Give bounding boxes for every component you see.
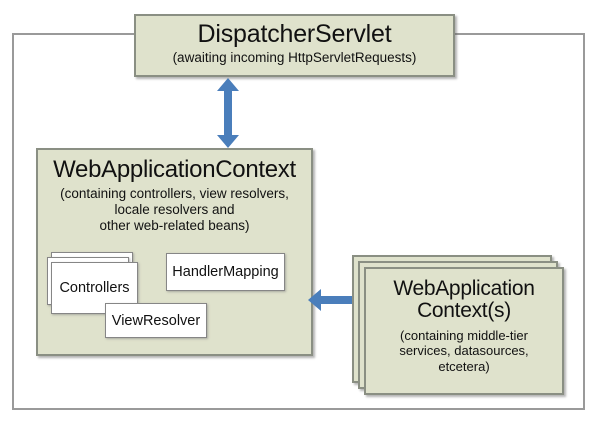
root-application-context-subtitle-line3: etcetera) (438, 358, 490, 374)
root-application-context-subtitle-line1: (containing middle-tier (400, 328, 528, 344)
root-application-context-title: WebApplication Context(s) (366, 277, 562, 323)
web-application-context-subtitle-line1: (containing controllers, view resolvers, (60, 186, 289, 202)
root-application-context-title-line1: WebApplication (393, 277, 535, 300)
handler-mapping-label: HandlerMapping (172, 264, 279, 280)
dispatcher-servlet-box: DispatcherServlet (awaiting incoming Htt… (134, 14, 455, 77)
handler-mapping-box: HandlerMapping (166, 253, 285, 291)
web-application-context-subtitle-line2: locale resolvers and (114, 202, 235, 218)
dispatcher-servlet-title: DispatcherServlet (197, 20, 392, 48)
web-application-context-title: WebApplicationContext (53, 156, 296, 183)
view-resolver-box: ViewResolver (105, 303, 207, 338)
root-application-context-box: WebApplication Context(s) (containing mi… (364, 267, 564, 395)
web-application-context-subtitle-line3: other web-related beans) (99, 218, 250, 234)
dispatcher-servlet-subtitle: (awaiting incoming HttpServletRequests) (172, 50, 417, 66)
view-resolver-label: ViewResolver (111, 312, 201, 329)
root-application-context-title-line2: Context(s) (417, 299, 511, 323)
controllers-label: Controllers (59, 280, 130, 296)
web-application-context-subtitle: (containing controllers, view resolvers,… (38, 186, 311, 234)
root-application-context-subtitle-line2: services, datasources, (399, 343, 529, 359)
dispatcher-to-web-context-arrow (214, 78, 242, 148)
root-application-context-subtitle: (containing middle-tier services, dataso… (366, 328, 562, 374)
